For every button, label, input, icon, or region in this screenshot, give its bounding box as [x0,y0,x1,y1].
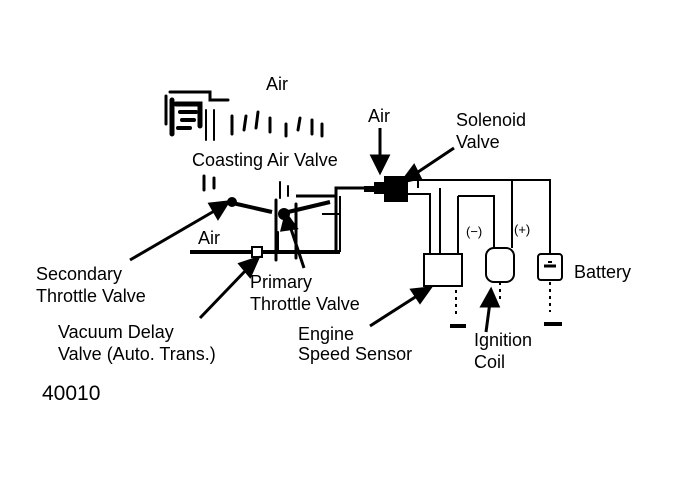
air-label-right: Air [368,106,390,126]
solenoid-valve-label-1: Solenoid [456,110,526,130]
primary-throttle-label-1: Primary [250,272,312,292]
engine-speed-sensor-label-2: Speed Sensor [298,344,412,364]
vacuum-delay-label-1: Vacuum Delay [58,322,174,342]
air-label-lower: Air [198,228,220,248]
engine-speed-sensor-label-1: Engine [298,324,354,344]
figure-number: 40010 [42,382,100,405]
ignition-coil-label-2: Coil [474,352,505,372]
solenoid-valve-label-2: Valve [456,132,500,152]
battery [537,253,563,326]
coasting-air-valve-label: Coasting Air Valve [192,150,338,170]
secondary-throttle-plate [227,197,273,214]
ignition-coil-label-1: Ignition [474,330,532,350]
air-label-top: Air [266,74,288,94]
engine-speed-sensor [423,253,466,328]
leader-arrows [129,128,501,333]
minus-terminal-label: (−) [466,224,482,239]
vacuum-delay-valve [251,246,263,258]
plus-terminal-label: (+) [514,222,530,237]
ignition-coil [485,247,515,300]
secondary-throttle-label-1: Secondary [36,264,122,284]
vacuum-delay-label-2: Valve (Auto. Trans.) [58,344,216,364]
air-passage [190,186,376,254]
secondary-throttle-label-2: Throttle Valve [36,286,146,306]
battery-label: Battery [574,262,631,282]
carburetor-body [164,90,324,262]
wiring [408,179,551,254]
solenoid-valve [364,176,408,202]
primary-throttle-label-2: Throttle Valve [250,294,360,314]
